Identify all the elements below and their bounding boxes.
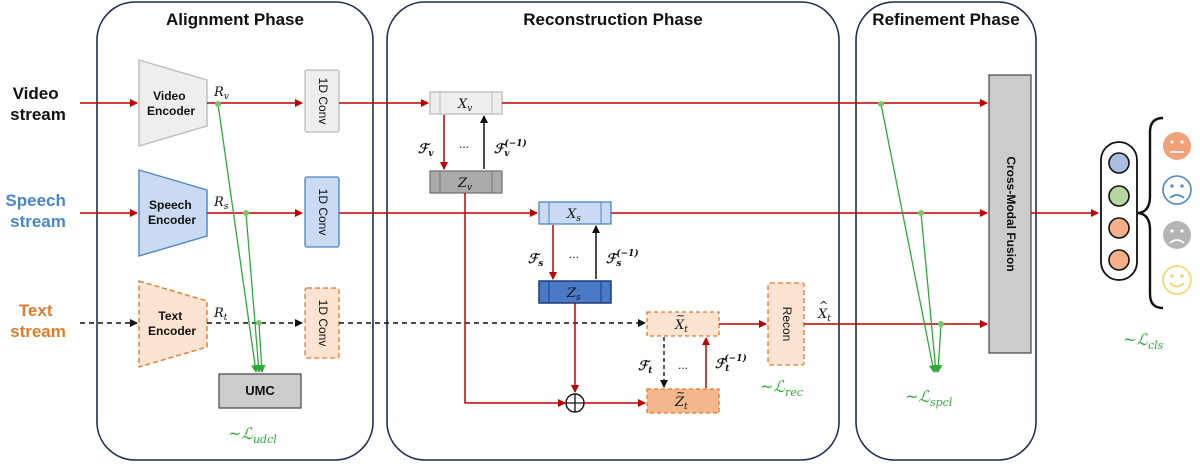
r-t-label: Rt — [213, 306, 228, 323]
f-t-inverse-label: ℱt(−1) — [715, 353, 747, 374]
text-encoder-label-line1: Text — [158, 309, 182, 323]
x-t-tilde-label: Xt — [674, 318, 688, 335]
speech-encoder — [138, 169, 208, 257]
output-circle-3 — [1108, 217, 1130, 239]
umc-link-text — [257, 322, 266, 373]
speech-stream-label-line1: Speech — [5, 191, 65, 210]
text-flow-dots: ... — [678, 358, 688, 372]
video-conv-label: 1D Conv — [316, 78, 330, 125]
video-z-block — [429, 170, 503, 194]
text-z-tilde-block — [646, 388, 720, 414]
spcl-link-speech — [920, 212, 940, 373]
output-circle-2 — [1108, 185, 1130, 207]
reconstruction-phase-title: Reconstruction Phase — [523, 10, 703, 29]
video-encoder-label: Video Encoder — [147, 89, 195, 118]
alignment-phase-panel — [96, 1, 374, 461]
reconstruction-phase-panel — [386, 1, 840, 461]
speech-stream-label-line2: stream — [10, 212, 66, 231]
video-feature-node — [215, 101, 221, 107]
text-conv-label: 1D Conv — [316, 300, 330, 347]
f-s-label: ℱs — [528, 252, 543, 269]
x-t-tilde-mark: ~ — [676, 309, 685, 322]
output-circle-4 — [1108, 249, 1130, 271]
rec-loss-label: ~ℒrec — [760, 377, 803, 399]
video-encoder — [138, 59, 208, 147]
sad-face-icon — [1162, 175, 1192, 205]
z-v-to-sum-path — [464, 193, 566, 407]
umc-link-speech — [245, 212, 263, 373]
text-stream-label-line2: stream — [10, 322, 66, 341]
z-t-tilde-label: Zt — [674, 395, 688, 412]
f-v-label: ℱv — [418, 142, 434, 159]
speech-stream-label: Speech stream — [5, 191, 70, 231]
cls-loss-label: ~ℒcls — [1123, 330, 1164, 352]
speech-flow-dots: ... — [569, 247, 579, 261]
output-vector — [1100, 141, 1138, 281]
video-stream-label-line1: Video — [13, 84, 59, 103]
speech-encoder-label-line2: Encoder — [148, 213, 196, 227]
umc-label: UMC — [245, 383, 275, 398]
udcl-loss-label: ~ℒudcl — [228, 424, 277, 446]
recon-label: Recon — [780, 307, 794, 342]
video-encoder-label-line1: Video — [153, 89, 185, 103]
spcl-link-text — [934, 323, 943, 373]
refine-speech-node — [918, 210, 924, 216]
umc-link-video — [217, 103, 259, 373]
speech-encoder-label-line1: Speech — [149, 198, 192, 212]
text-feature-node — [256, 320, 262, 326]
z-t-tilde-mark: ~ — [676, 386, 685, 399]
z-v-label: Zv — [457, 176, 472, 193]
spcl-link-video — [880, 103, 937, 373]
refinement-phase-title: Refinement Phase — [872, 10, 1019, 29]
video-conv-box — [304, 69, 340, 133]
video-stream-label: Video stream — [10, 84, 66, 124]
text-encoder — [138, 280, 208, 368]
sad-face-icon — [1163, 221, 1191, 249]
refine-video-node — [878, 101, 884, 107]
f-s-inverse-label: ℱs(−1) — [606, 248, 639, 269]
cross-modal-fusion-label: Cross-Modal Fusion — [1004, 156, 1018, 271]
cross-modal-fusion-box — [988, 74, 1032, 354]
umc-box — [218, 373, 302, 409]
r-s-label: Rs — [213, 195, 229, 212]
f-v-inverse-label: ℱv(−1) — [494, 138, 527, 159]
video-flow-dots: ... — [459, 137, 469, 151]
speech-feature-node — [243, 210, 249, 216]
text-encoder-label: Text Encoder — [148, 309, 196, 338]
output-circle-1 — [1108, 152, 1130, 174]
video-x-block — [429, 91, 503, 115]
x-t-hat-mark: ^ — [819, 299, 828, 312]
refinement-phase-panel — [855, 1, 1037, 461]
text-encoder-label-line2: Encoder — [148, 324, 196, 338]
speech-conv-box — [304, 176, 340, 248]
output-brace — [1137, 116, 1164, 310]
speech-encoder-label: Speech Encoder — [148, 198, 196, 227]
alignment-phase-title: Alignment Phase — [166, 10, 304, 29]
speech-conv-label: 1D Conv — [316, 189, 330, 236]
video-encoder-label-line2: Encoder — [147, 104, 195, 118]
x-t-hat-label: Xt — [817, 307, 831, 324]
speech-z-block — [538, 280, 612, 304]
text-stream-label-line1: Text — [19, 301, 53, 320]
x-s-label: Xs — [566, 207, 581, 224]
video-stream-label-line2: stream — [10, 105, 66, 124]
spcl-loss-label: ~ℒspcl — [905, 387, 953, 409]
r-v-label: Rv — [213, 85, 229, 102]
z-s-label: Zs — [566, 286, 581, 303]
text-stream-label: Text stream — [10, 301, 66, 341]
x-v-label: Xv — [457, 97, 472, 114]
refine-text-node — [938, 321, 944, 327]
neutral-face-icon — [1163, 132, 1191, 160]
f-t-label: ℱt — [638, 359, 653, 376]
happy-face-icon — [1162, 265, 1192, 295]
